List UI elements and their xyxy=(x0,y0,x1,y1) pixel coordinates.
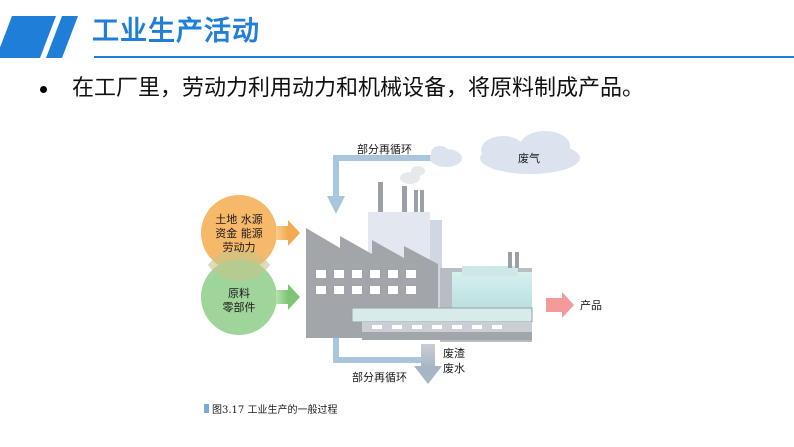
input-arrow-resources xyxy=(276,220,300,246)
recycle-label-bottom: 部分再循环 xyxy=(352,370,407,384)
exhaust-cloud-icon xyxy=(480,131,580,174)
recycle-arrow-top xyxy=(327,155,440,214)
smoke-icon xyxy=(400,166,425,184)
input-label-raw-material: 原料 xyxy=(228,286,250,300)
product-arrow xyxy=(546,292,574,318)
header-band xyxy=(0,0,794,60)
caption-marker xyxy=(204,404,209,413)
input-label-land-water: 土地 水源 xyxy=(215,212,263,226)
bullet-dot xyxy=(40,86,47,93)
figure-caption: 图3.17 工业生产的一般过程 xyxy=(212,403,337,416)
waste-arrow xyxy=(414,344,442,384)
header-decoration xyxy=(0,16,78,58)
bullet-text: 在工厂里，劳动力利用动力和机械设备，将原料制成产品。 xyxy=(72,76,645,101)
machinery-icon xyxy=(351,252,533,342)
product-label: 产品 xyxy=(580,298,602,312)
input-label-capital-energy: 资金 能源 xyxy=(215,226,263,240)
header-underline xyxy=(94,56,794,58)
circle-overlap xyxy=(208,248,270,282)
page-title: 工业生产活动 xyxy=(92,16,260,47)
input-circle-resources xyxy=(201,195,277,271)
waste-label-slag: 废渣 xyxy=(443,346,465,360)
recycle-label-top: 部分再循环 xyxy=(357,142,412,156)
input-arrow-materials xyxy=(276,284,300,310)
small-cloud-icon xyxy=(430,146,462,167)
waste-label-water: 废水 xyxy=(443,361,465,375)
exhaust-label: 废气 xyxy=(518,151,540,165)
input-label-parts: 零部件 xyxy=(223,300,256,314)
input-circle-materials xyxy=(201,259,277,335)
input-label-labor: 劳动力 xyxy=(223,241,256,254)
